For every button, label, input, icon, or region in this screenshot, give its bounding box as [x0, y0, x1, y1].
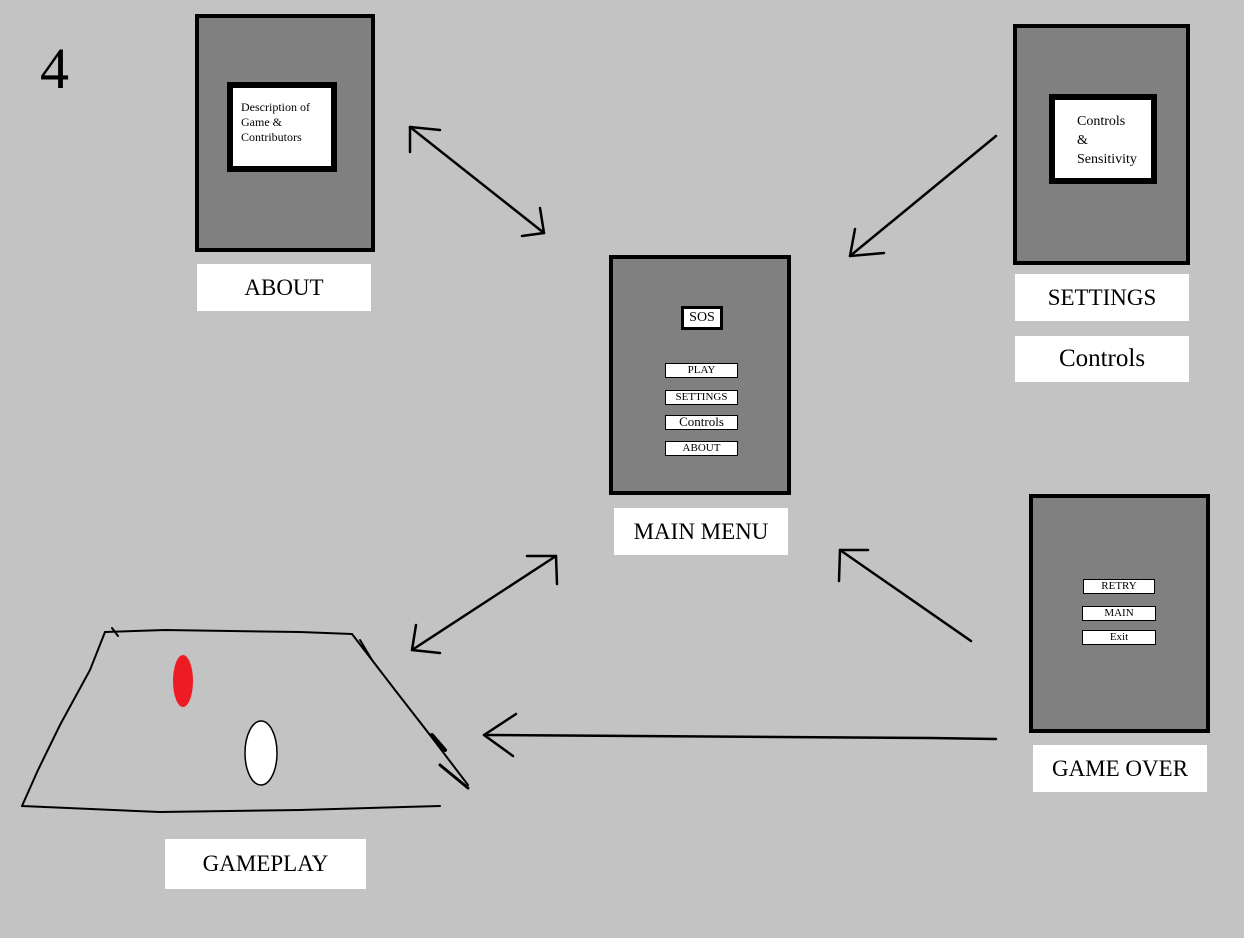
arrow-head: [410, 623, 442, 655]
gameplay-field-sketch: [21, 627, 470, 814]
settings-label: SETTINGS: [1015, 274, 1189, 321]
controls-label: Controls: [1015, 336, 1189, 382]
game-over-screen: RETRY MAIN Exit: [1029, 494, 1210, 733]
arrow-head: [848, 227, 886, 258]
arrow-gameplay-main: [410, 554, 558, 652]
ball: [244, 720, 278, 786]
settings-button[interactable]: SETTINGS: [665, 390, 738, 405]
retry-button[interactable]: RETRY: [1083, 579, 1155, 594]
about-text-line: Description of: [241, 100, 310, 114]
play-button[interactable]: PLAY: [665, 363, 738, 378]
settings-text-line: &: [1077, 133, 1088, 148]
arrow-head: [482, 712, 518, 758]
main-menu-screen: SOS PLAY SETTINGS Controls ABOUT: [609, 255, 791, 495]
arrow-gameover-gameplay: [482, 733, 998, 741]
about-screen: Description of Game & Contributors: [195, 14, 375, 252]
arrow-head: [520, 206, 546, 238]
arrow-head: [408, 125, 442, 154]
arrow-about-main: [408, 125, 546, 235]
about-label: ABOUT: [197, 264, 371, 311]
arrow-settings-main: [848, 134, 998, 258]
main-button[interactable]: MAIN: [1082, 606, 1156, 621]
main-menu-label: MAIN MENU: [614, 508, 788, 555]
game-over-label: GAME OVER: [1033, 745, 1207, 792]
gameplay-label: GAMEPLAY: [165, 839, 366, 889]
arrow-head: [525, 554, 559, 586]
about-description-box: Description of Game & Contributors: [227, 82, 337, 172]
settings-screen: Controls & Sensitivity: [1013, 24, 1190, 265]
settings-text-line: Sensitivity: [1077, 152, 1137, 167]
about-button[interactable]: ABOUT: [665, 441, 738, 456]
exit-button[interactable]: Exit: [1082, 630, 1156, 645]
settings-text-line: Controls: [1077, 114, 1126, 129]
main-menu-title: SOS: [681, 306, 723, 330]
arrow-gameover-main: [838, 548, 973, 643]
player-marker: [173, 655, 193, 707]
controls-button[interactable]: Controls: [665, 415, 738, 430]
page-number: 4: [40, 36, 69, 101]
about-text-line: Contributors: [241, 130, 302, 144]
settings-description-box: Controls & Sensitivity: [1049, 94, 1157, 184]
arrow-head: [837, 548, 870, 583]
about-text-line: Game &: [241, 115, 282, 129]
